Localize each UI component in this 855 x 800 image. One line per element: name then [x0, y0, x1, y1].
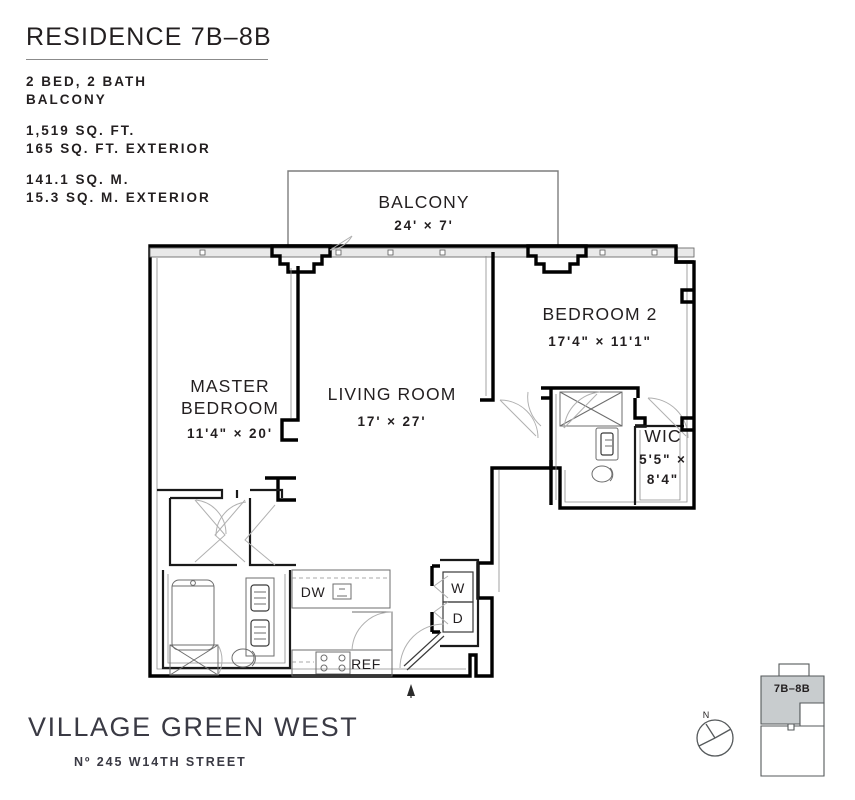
wic-label: WIC — [644, 426, 681, 446]
master-bedroom-label-1: MASTER — [190, 376, 270, 396]
interior-partitions — [265, 252, 495, 502]
balcony-outline — [287, 170, 559, 252]
building-address: Nº 245 W14TH STREET — [74, 755, 247, 769]
east-wall-jogs — [674, 246, 694, 432]
compass-north-label: N — [703, 710, 710, 720]
dryer-label: D — [453, 610, 464, 626]
north-window-wall — [149, 247, 695, 258]
walk-in-closet — [633, 397, 689, 505]
balcony-label: BALCONY — [378, 192, 469, 212]
refrigerator-label: REF — [351, 656, 381, 672]
master-bathroom — [161, 570, 292, 676]
appliance-labels: DW REF W D — [301, 580, 465, 672]
building-name: VILLAGE GREEN WEST — [28, 712, 359, 742]
spec-balcony: BALCONY — [26, 91, 107, 107]
balcony-dims: 24' × 7' — [394, 218, 454, 233]
spec-sqm-exterior: 15.3 SQ. M. EXTERIOR — [26, 189, 211, 205]
living-room-label: LIVING ROOM — [328, 384, 457, 404]
balcony-door-west[interactable] — [270, 235, 353, 274]
wic-dims-2: 8'4" — [647, 472, 679, 487]
spec-sqft-exterior: 165 SQ. FT. EXTERIOR — [26, 140, 211, 156]
secondary-bathroom — [527, 386, 640, 505]
title-divider — [26, 58, 268, 60]
spec-group-type: 2 BED, 2 BATH BALCONY — [26, 73, 326, 109]
spec-bed-bath: 2 BED, 2 BATH — [26, 73, 148, 89]
bedroom2-door[interactable] — [499, 399, 539, 439]
spec-group-metric: 141.1 SQ. M. 15.3 SQ. M. EXTERIOR — [26, 171, 326, 207]
washer-label: W — [451, 580, 465, 596]
dishwasher-label: DW — [301, 584, 326, 600]
bedroom2-dims: 17'4" × 11'1" — [548, 334, 652, 349]
kitchen — [291, 569, 393, 677]
bedroom2-label: BEDROOM 2 — [543, 304, 658, 324]
wic-dims-1: 5'5" × — [639, 452, 687, 467]
project-footer: VILLAGE GREEN WEST Nº 245 W14TH STREET — [28, 712, 358, 769]
spec-sqm-interior: 141.1 SQ. M. — [26, 171, 130, 187]
master-bedroom-label-2: BEDROOM — [181, 398, 279, 418]
living-room-dims: 17' × 27' — [358, 414, 427, 429]
master-bedroom-dims: 11'4" × 20' — [187, 426, 273, 441]
room-labels: BALCONY 24' × 7' BEDROOM 2 17'4" × 11'1"… — [181, 192, 687, 487]
master-bedroom-closets — [157, 488, 296, 567]
key-plan-unit-label: 7B–8B — [774, 683, 810, 695]
residence-header: RESIDENCE 7B–8B 2 BED, 2 BATH BALCONY 1,… — [26, 23, 326, 220]
laundry-closet — [430, 558, 480, 648]
spec-group-imperial: 1,519 SQ. FT. 165 SQ. FT. EXTERIOR — [26, 122, 326, 158]
key-plan: 7B–8B — [760, 663, 825, 777]
spec-sqft-interior: 1,519 SQ. FT. — [26, 122, 136, 138]
entry-door[interactable] — [399, 623, 445, 698]
balcony-door-east[interactable] — [526, 244, 588, 274]
page-title: RESIDENCE 7B–8B — [26, 23, 272, 51]
compass-rose: N — [696, 710, 734, 757]
